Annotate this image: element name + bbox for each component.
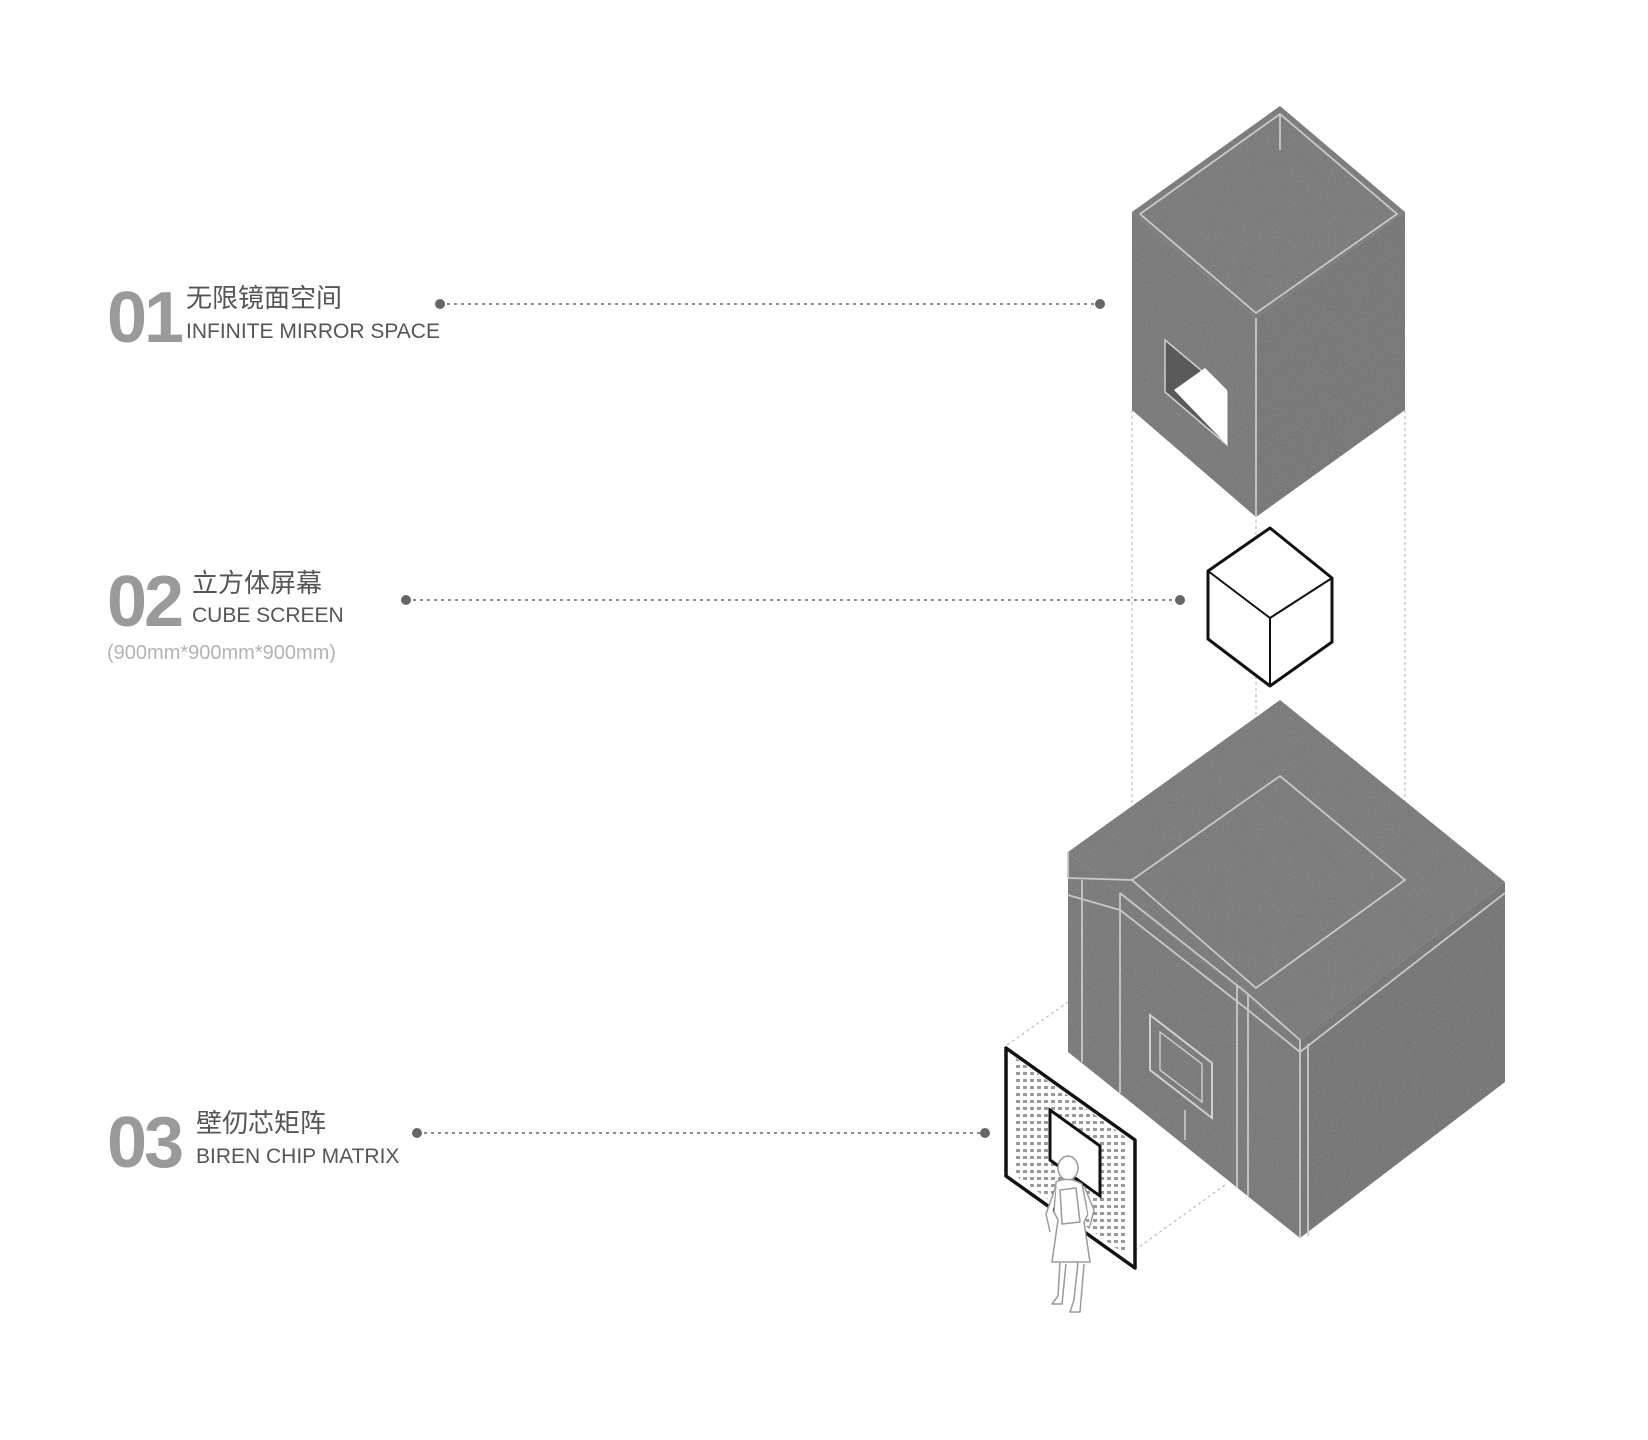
mirror-box-opening-light <box>1174 368 1227 445</box>
base-exhibition-cube <box>1067 700 1506 1238</box>
mirror-box-right-face <box>1256 212 1405 517</box>
label-01-number: 01 <box>107 278 184 358</box>
leader-line-03 <box>412 1128 990 1138</box>
label-03-chinese: 壁仞芯矩阵 <box>196 1109 327 1139</box>
infinite-mirror-space-box <box>1132 106 1405 517</box>
cube-screen-drawing <box>1206 526 1334 688</box>
chip-matrix-opening <box>1048 1107 1102 1199</box>
label-03-number: 03 <box>107 1103 184 1183</box>
visitor-figure <box>1045 1155 1095 1313</box>
label-01-english: INFINITE MIRROR SPACE <box>186 320 440 343</box>
leader-line-02 <box>401 595 1185 605</box>
base-cube-left-face <box>1068 852 1300 1238</box>
base-cube-right-face <box>1300 882 1505 1238</box>
label-03-english: BIREN CHIP MATRIX <box>196 1145 400 1168</box>
label-02-chinese: 立方体屏幕 <box>192 569 323 599</box>
base-cube-window <box>1149 1012 1213 1121</box>
label-02-english: CUBE SCREEN <box>192 604 344 627</box>
label-02-dimensions: (900mm*900mm*900mm) <box>107 642 336 664</box>
leader-line-01 <box>435 299 1105 309</box>
label-01-chinese: 无限镜面空间 <box>186 284 343 314</box>
base-cube-top-face <box>1068 700 1505 1040</box>
label-02-number: 02 <box>107 562 184 642</box>
